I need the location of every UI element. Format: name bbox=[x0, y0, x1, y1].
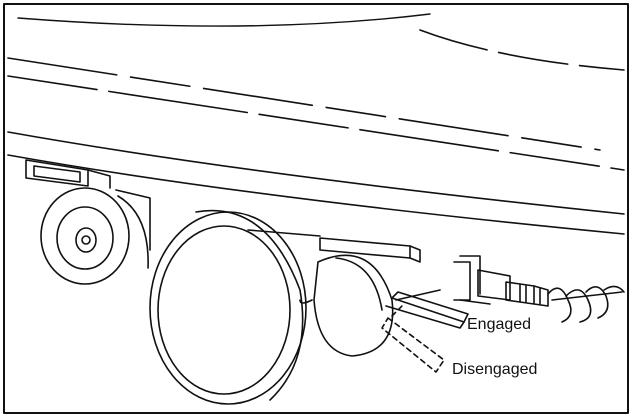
left-bracket bbox=[25, 159, 111, 189]
hydraulic-hose bbox=[547, 285, 625, 323]
hose-fitting bbox=[505, 281, 549, 307]
brake-lever-disengaged bbox=[381, 305, 445, 373]
large-wheel bbox=[149, 209, 321, 405]
frame-rail bbox=[7, 13, 625, 235]
engaged-label: Engaged bbox=[467, 316, 532, 333]
figure-border bbox=[3, 3, 629, 414]
disengaged-label: Disengaged bbox=[452, 361, 538, 378]
brake-drum bbox=[299, 254, 394, 357]
hydraulic-housing bbox=[453, 255, 511, 305]
small-caster-wheel bbox=[40, 187, 151, 285]
brake-lever-engaged bbox=[385, 289, 469, 329]
brace-plate bbox=[319, 237, 421, 263]
